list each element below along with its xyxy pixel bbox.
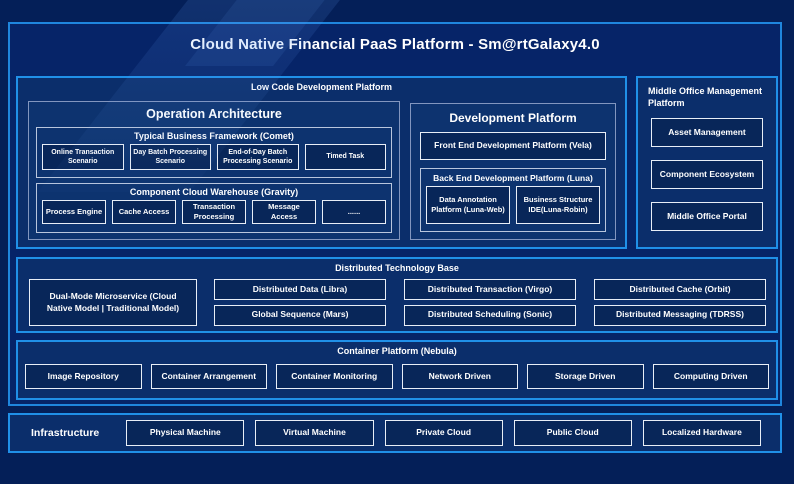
typical-business-framework-comet-box: Typical Business Framework (Comet) Onlin… bbox=[36, 127, 392, 178]
container-item-container-arrangement: Container Arrangement bbox=[150, 364, 267, 389]
infrastructure-item-localized-hardware: Localized Hardware bbox=[642, 420, 761, 446]
middle-office-item-component-ecosystem: Component Ecosystem bbox=[651, 160, 763, 190]
gravity-item-process-engine: Process Engine bbox=[42, 200, 106, 224]
gravity-items-row: Process Engine Cache Access Transaction … bbox=[37, 200, 391, 224]
distributed-messaging-tdrss-box: Distributed Messaging (TDRSS) bbox=[594, 304, 766, 326]
operation-architecture-box: Operation Architecture Typical Business … bbox=[28, 101, 400, 240]
middle-office-item-middle-office-portal: Middle Office Portal bbox=[651, 202, 763, 232]
distributed-base-label: Distributed Technology Base bbox=[335, 263, 459, 273]
luna-item-business-structure-ide: Business Structure IDE(Luna-Robin) bbox=[516, 186, 600, 224]
gravity-item-message-access: Message Access bbox=[252, 200, 316, 224]
component-cloud-warehouse-gravity-box: Component Cloud Warehouse (Gravity) Proc… bbox=[36, 183, 392, 233]
dual-mode-microservice-box: Dual-Mode Microservice (Cloud Native Mod… bbox=[29, 279, 197, 326]
infrastructure-label: Infrastructure bbox=[31, 427, 100, 439]
distributed-body: Dual-Mode Microservice (Cloud Native Mod… bbox=[18, 279, 776, 326]
gravity-title: Component Cloud Warehouse (Gravity) bbox=[129, 187, 299, 197]
comet-item-online-transaction: Online Transaction Scenario bbox=[42, 144, 124, 170]
global-sequence-mars-box: Global Sequence (Mars) bbox=[214, 304, 386, 326]
comet-items-row: Online Transaction Scenario Day Batch Pr… bbox=[37, 144, 391, 170]
luna-item-data-annotation: Data Annotation Platform (Luna-Web) bbox=[426, 186, 510, 224]
distributed-data-libra-box: Distributed Data (Libra) bbox=[214, 279, 386, 300]
middle-office-items: Asset Management Component Ecosystem Mid… bbox=[638, 109, 776, 232]
front-end-platform-vela-box: Front End Development Platform (Vela) bbox=[420, 132, 606, 160]
low-code-platform-label: Low Code Development Platform bbox=[250, 82, 393, 92]
platform-diagram-frame: Cloud Native Financial PaaS Platform - S… bbox=[8, 22, 782, 406]
infrastructure-item-physical-machine: Physical Machine bbox=[126, 420, 245, 446]
infrastructure-item-private-cloud: Private Cloud bbox=[384, 420, 503, 446]
distributed-transaction-virgo-box: Distributed Transaction (Virgo) bbox=[404, 279, 576, 300]
gravity-item-transaction-processing: Transaction Processing bbox=[182, 200, 246, 224]
container-item-network-driven: Network Driven bbox=[401, 364, 518, 389]
operation-architecture-title: Operation Architecture bbox=[146, 107, 282, 121]
distributed-scheduling-sonic-box: Distributed Scheduling (Sonic) bbox=[404, 304, 576, 326]
comet-item-end-of-day-batch: End-of-Day Batch Processing Scenario bbox=[217, 144, 299, 170]
infrastructure-items-row: Physical Machine Virtual Machine Private… bbox=[126, 420, 761, 446]
container-item-container-monitoring: Container Monitoring bbox=[276, 364, 393, 389]
middle-office-title: Middle Office Management Platform bbox=[648, 86, 763, 109]
luna-items-row: Data Annotation Platform (Luna-Web) Busi… bbox=[421, 186, 605, 224]
container-item-computing-driven: Computing Driven bbox=[652, 364, 769, 389]
gravity-item-ellipsis: ...... bbox=[322, 200, 386, 224]
infrastructure-item-public-cloud: Public Cloud bbox=[513, 420, 632, 446]
container-platform-label: Container Platform (Nebula) bbox=[337, 346, 457, 356]
section-container-platform-nebula: Container Platform (Nebula) Image Reposi… bbox=[16, 340, 778, 400]
back-end-platform-luna-box: Back End Development Platform (Luna) Dat… bbox=[420, 168, 606, 232]
gravity-item-cache-access: Cache Access bbox=[112, 200, 176, 224]
comet-item-day-batch: Day Batch Processing Scenario bbox=[129, 144, 211, 170]
page-title: Cloud Native Financial PaaS Platform - S… bbox=[190, 36, 600, 53]
comet-item-timed-task: Timed Task bbox=[304, 144, 386, 170]
distributed-grid: Distributed Data (Libra) Distributed Tra… bbox=[214, 279, 766, 326]
middle-office-item-asset-management: Asset Management bbox=[651, 118, 763, 148]
section-infrastructure: Infrastructure Physical Machine Virtual … bbox=[8, 413, 782, 453]
container-platform-items-row: Image Repository Container Arrangement C… bbox=[18, 364, 776, 389]
container-item-storage-driven: Storage Driven bbox=[527, 364, 644, 389]
development-platform-box: Development Platform Front End Developme… bbox=[410, 103, 616, 240]
section-middle-office-management-platform: Middle Office Management Platform Asset … bbox=[636, 76, 778, 249]
container-item-image-repository: Image Repository bbox=[25, 364, 142, 389]
section-low-code-development-platform: Low Code Development Platform Operation … bbox=[16, 76, 627, 249]
section-distributed-technology-base: Distributed Technology Base Dual-Mode Mi… bbox=[16, 257, 778, 333]
comet-title: Typical Business Framework (Comet) bbox=[134, 131, 294, 141]
distributed-cache-orbit-box: Distributed Cache (Orbit) bbox=[594, 279, 766, 300]
infrastructure-item-virtual-machine: Virtual Machine bbox=[255, 420, 374, 446]
development-platform-title: Development Platform bbox=[449, 111, 577, 125]
luna-title: Back End Development Platform (Luna) bbox=[433, 173, 593, 183]
